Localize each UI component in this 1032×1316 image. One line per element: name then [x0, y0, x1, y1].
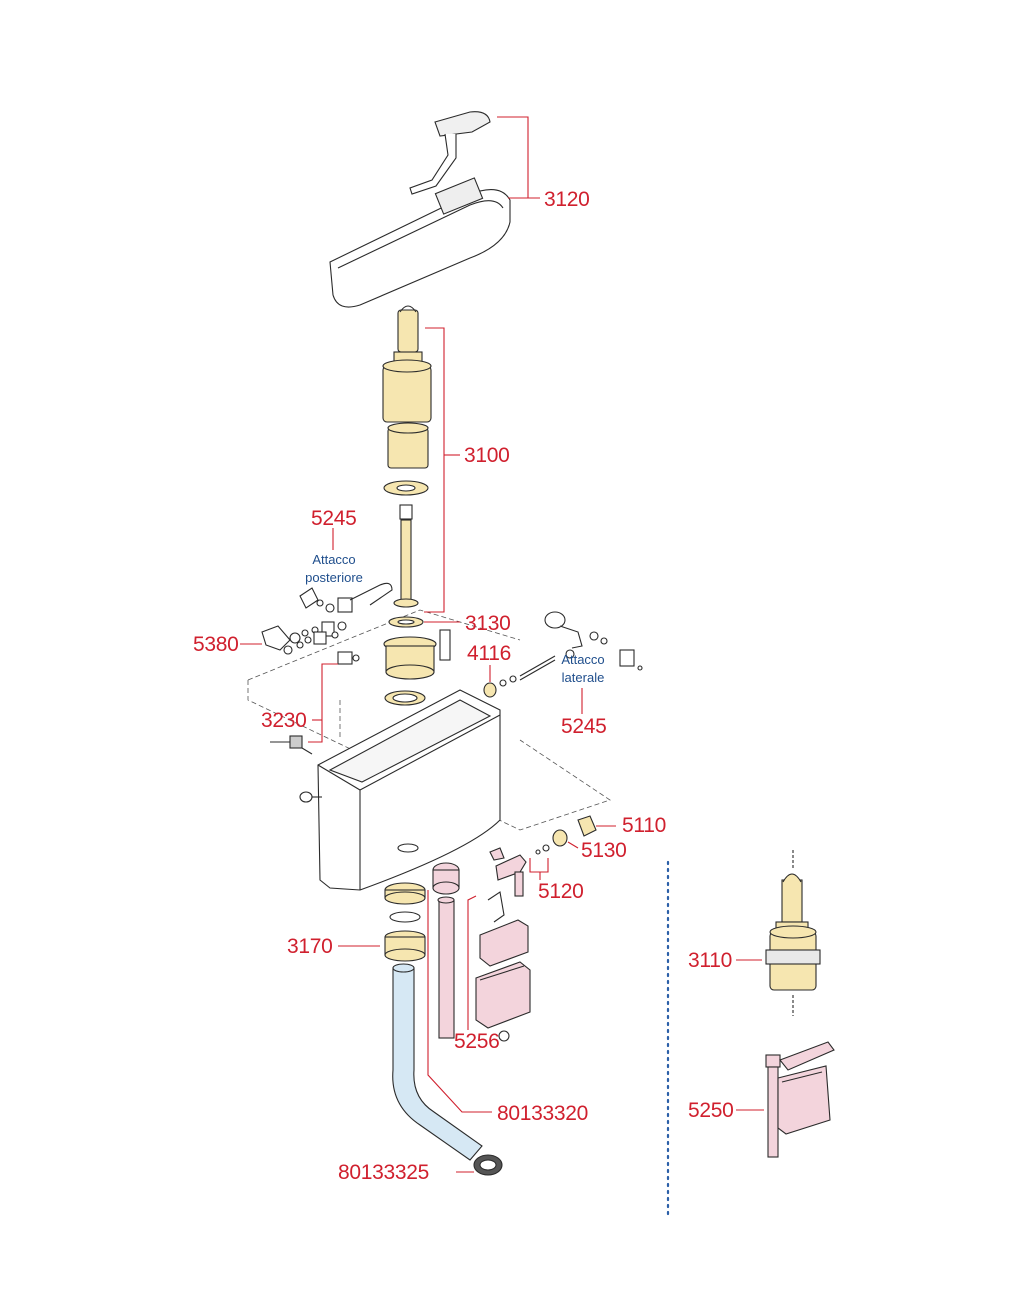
- note-side-line2: laterale: [561, 670, 605, 685]
- note-side-line1: Attacco: [561, 652, 605, 667]
- alt-flush-valve-3110: [765, 850, 821, 1016]
- float-5256: [432, 862, 531, 1042]
- cover-lid-3120: [329, 111, 511, 308]
- back-connection-assembly: [261, 582, 393, 665]
- label-80133325: 80133325: [338, 1161, 430, 1184]
- note-back-line1: Attacco: [312, 552, 356, 567]
- seal-3130: [388, 616, 424, 628]
- flush-pipe-80133325: [392, 963, 503, 1176]
- label-5380: 5380: [193, 633, 239, 656]
- label-4116: 4116: [467, 642, 511, 665]
- note-back-connection: Attacco posteriore: [293, 551, 375, 587]
- label-3100: 3100: [464, 444, 510, 467]
- outlet-rings-3170: [384, 882, 426, 962]
- note-side-connection: Attacco laterale: [550, 651, 616, 687]
- flush-valve-3100: [382, 305, 432, 608]
- label-5250: 5250: [688, 1099, 734, 1122]
- alt-float-valve-5250: [765, 1041, 835, 1158]
- valve-base-cage: [383, 629, 451, 706]
- label-5245-side: 5245: [561, 715, 607, 738]
- label-3230: 3230: [261, 709, 307, 732]
- label-5110: 5110: [622, 814, 666, 837]
- fixing-screws-3230: [270, 735, 313, 755]
- leader-lines: [240, 116, 764, 1173]
- side-connection-assembly: [483, 611, 643, 698]
- label-5256: 5256: [454, 1030, 500, 1053]
- label-3110: 3110: [688, 949, 732, 972]
- label-3130: 3130: [465, 612, 511, 635]
- label-5130: 5130: [581, 839, 627, 862]
- label-3120: 3120: [544, 188, 590, 211]
- note-back-line2: posteriore: [305, 570, 363, 585]
- cistern-tank: [299, 689, 501, 891]
- label-80133320: 80133320: [497, 1102, 589, 1125]
- float-valve-parts: [487, 815, 597, 923]
- label-5120: 5120: [538, 880, 584, 903]
- label-3170: 3170: [287, 935, 333, 958]
- label-5245-back: 5245: [311, 507, 357, 530]
